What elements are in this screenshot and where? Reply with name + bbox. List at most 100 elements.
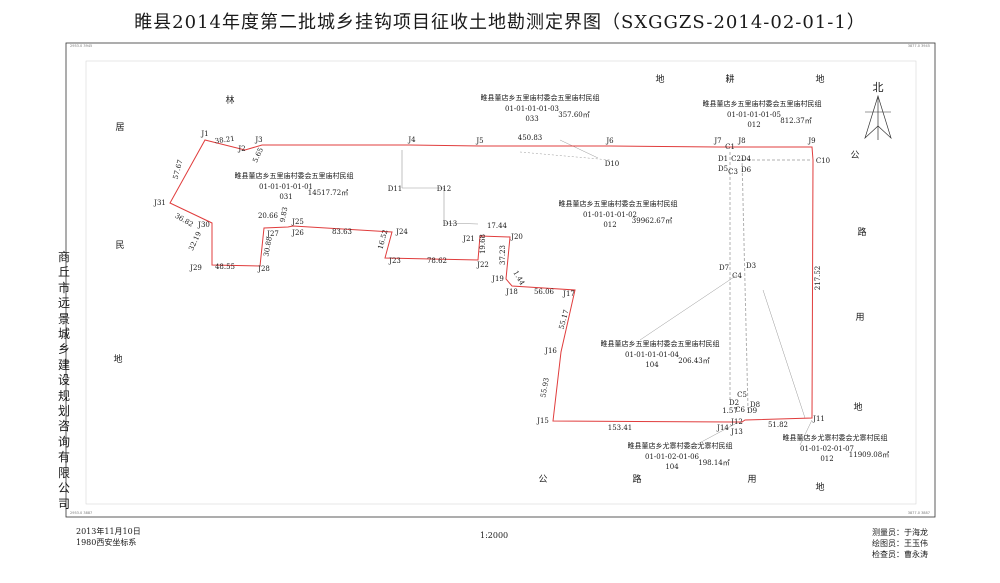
edge-length-label: 78.62 — [427, 257, 447, 265]
leader-line — [799, 419, 813, 446]
inner-point-label: C5 — [737, 391, 747, 399]
parcel-owner: 睢县董店乡五里庙村委会五里庙村民组 — [481, 93, 600, 102]
inner-point-label: D7 — [719, 264, 729, 272]
leader-line — [639, 274, 738, 341]
landuse-label: 耕 — [725, 73, 734, 85]
parcel-class: 031 — [279, 193, 292, 201]
boundary-point-label: J22 — [476, 261, 489, 269]
landuse-label: 公 — [538, 474, 547, 485]
checker: 检查员：曹永涛 — [872, 550, 928, 559]
edge-length-label: 450.83 — [518, 134, 543, 142]
edge-length-label: 20.66 — [258, 212, 279, 220]
inner-line — [519, 151, 611, 161]
edge-length-label: 30.88 — [262, 236, 273, 257]
inner-point-label: C4 — [732, 272, 742, 280]
boundary-point-label: J6 — [605, 137, 614, 145]
edge-length-label: 37.23 — [499, 245, 507, 265]
boundary-point-label: J2 — [237, 145, 245, 153]
boundary-point-label: J3 — [254, 136, 262, 144]
landuse-label: 地 — [815, 481, 824, 493]
boundary-point-label: J25 — [291, 218, 304, 226]
parcel-class: 104 — [665, 463, 679, 471]
edge-length-label: 56.06 — [534, 288, 555, 296]
boundary-line — [169, 139, 814, 423]
dashed-road — [741, 157, 749, 411]
boundary-point-label: J7 — [713, 137, 721, 145]
edge-length-label: 9.83 — [279, 206, 290, 223]
edge-length-label: 5.65 — [251, 146, 265, 164]
boundary-point-label: J21 — [462, 235, 475, 243]
edge-length-label: 17.44 — [487, 222, 508, 230]
parcel-owner: 睢县董店乡五里庙村委会五里庙村民组 — [601, 339, 720, 348]
edge-length-label: 217.52 — [814, 266, 822, 291]
edge-length-label: 1.44 — [511, 269, 526, 287]
boundary-point-label: J12 — [730, 418, 743, 426]
inner-point-label: D11 — [388, 185, 403, 193]
inner-point-label: C3 — [728, 168, 738, 176]
boundary-point-label: J9 — [807, 137, 815, 145]
landuse-label: 地 — [655, 73, 664, 85]
inner-frame — [85, 60, 917, 505]
inner-point-label: D12 — [437, 185, 452, 193]
parcel-area: 206.43㎡ — [678, 357, 710, 365]
parcel-owner: 睢县董店乡五里庙村委会五里庙村民组 — [703, 99, 822, 108]
parcel-code: 01-01-02-01-06 — [645, 453, 700, 461]
inner-point-label: D2 — [729, 399, 739, 407]
company-name: 商丘市远景城乡建设规划咨询有限公司 — [57, 250, 70, 511]
boundary-point-label: J1 — [200, 130, 208, 138]
parcel-class: 012 — [820, 455, 833, 463]
landuse-label: 地 — [815, 73, 824, 85]
inner-point-label: D5 — [718, 165, 728, 173]
outer-frame — [65, 42, 936, 518]
inner-line — [443, 188, 479, 225]
boundary-point-label: J28 — [257, 265, 270, 273]
leader-line — [559, 139, 599, 159]
parcel-area: 812.37㎡ — [780, 117, 812, 125]
inner-point-label: D8 — [750, 401, 760, 409]
inner-point-label: D1 — [718, 155, 728, 163]
boundary-point-label: J27 — [266, 230, 279, 238]
leader-line — [689, 423, 736, 449]
landuse-label: 用 — [747, 474, 756, 485]
leader-line — [762, 289, 806, 419]
landuse-label: 林 — [225, 94, 234, 106]
inner-point-label: C6 — [735, 406, 745, 414]
edge-length-label: 83.63 — [332, 228, 352, 236]
edge-length-label: 153.41 — [608, 424, 633, 432]
edge-length-label: 36.82 — [173, 212, 194, 229]
boundary-point-label: J19 — [491, 275, 504, 283]
parcel-code: 01-01-01-01-05 — [727, 111, 781, 119]
boundary-point-label: J20 — [510, 233, 523, 241]
boundary-point-label: J4 — [407, 136, 416, 144]
frame-corner-label: 3877.0 3887 — [908, 511, 930, 515]
boundary-point-label: J5 — [475, 137, 483, 145]
edge-length-label: 1.57 — [722, 407, 738, 415]
inner-point-label: D6 — [741, 166, 752, 174]
landuse-label: 地 — [853, 401, 862, 413]
inner-point-label: C2 — [731, 155, 741, 163]
boundary-point-label: J23 — [388, 257, 401, 265]
parcel-area: 39962.67㎡ — [632, 217, 672, 225]
edge-length-label: 19.68 — [479, 234, 487, 254]
parcel-code: 01-01-01-01-04 — [625, 351, 680, 359]
boundary-point-label: J26 — [291, 229, 304, 237]
boundary-point-label: J14 — [716, 424, 729, 432]
parcel-area: 14517.72㎡ — [308, 189, 348, 197]
parcel-owner: 睢县董店乡五里庙村委会五里庙村民组 — [559, 199, 678, 208]
landuse-label: 路 — [857, 226, 866, 238]
landuse-label: 居 — [115, 122, 124, 133]
edge-length-label: 55.93 — [539, 377, 550, 398]
parcel-code: 01-01-01-01-01 — [259, 183, 313, 191]
boundary-point-label: C10 — [816, 157, 830, 165]
edge-length-label: 48.55 — [215, 263, 235, 271]
boundary-point-label: J31 — [153, 199, 166, 207]
parcel-owner: 睢县董店乡尤寨村委会尤寨村民组 — [628, 441, 733, 450]
frame-corner-label: 2953.0 3887 — [70, 511, 92, 515]
parcel-area: 357.60㎡ — [558, 111, 590, 119]
